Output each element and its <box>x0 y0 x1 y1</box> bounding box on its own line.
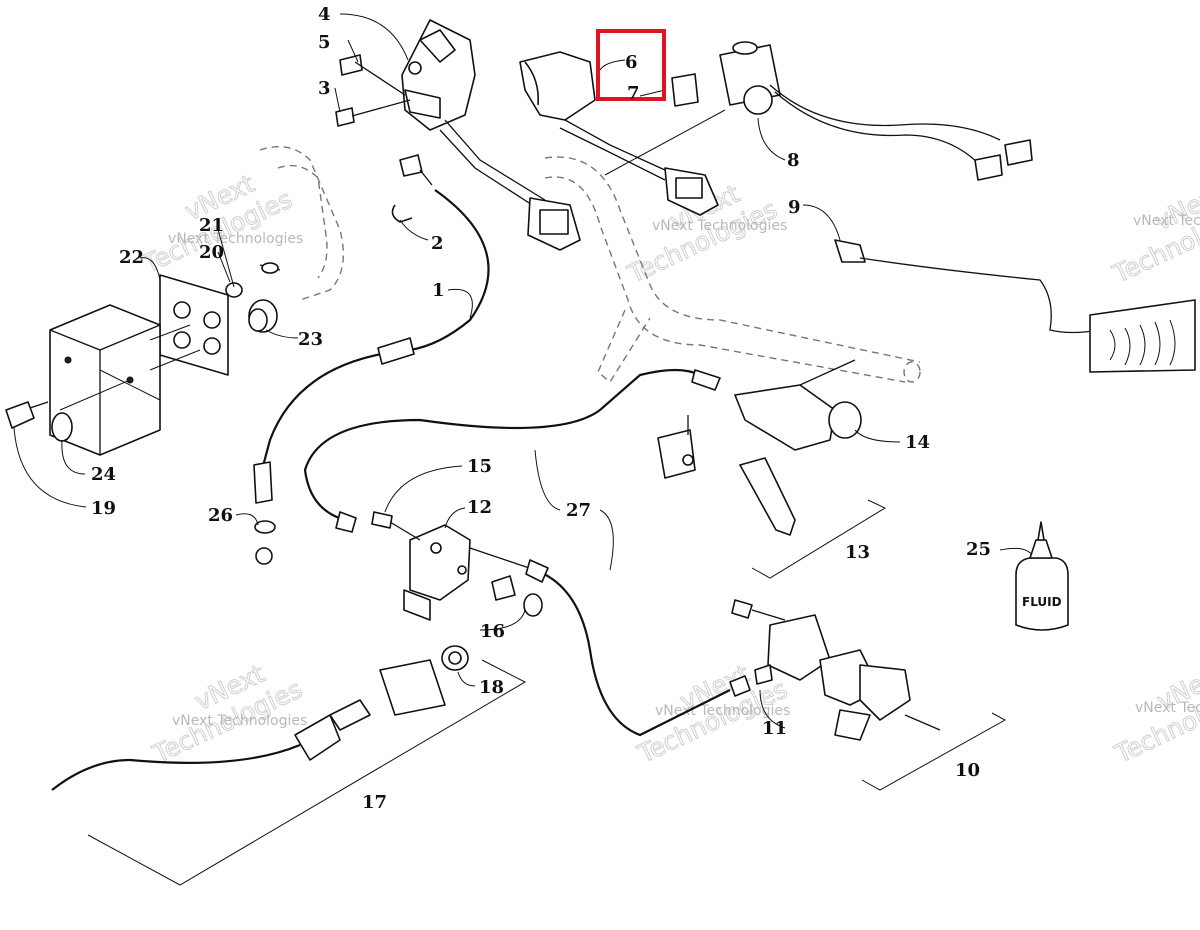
watermark-text: vNext Technologies <box>1133 213 1200 229</box>
callout-20: 20 <box>199 242 224 263</box>
callout-26: 26 <box>208 505 233 526</box>
highlight-box <box>596 29 666 101</box>
callout-27: 27 <box>566 500 591 521</box>
sensor-19 <box>5 401 49 429</box>
watermark-text: vNext Technologies <box>168 231 303 247</box>
o-ring-24 <box>51 412 73 442</box>
callout-10: 10 <box>955 760 980 781</box>
pin-21 <box>259 262 281 274</box>
callout-12: 12 <box>467 497 492 518</box>
watermark-text: vNext Technologies <box>172 713 307 729</box>
e-clip <box>391 204 413 223</box>
washer-20 <box>225 282 243 298</box>
heating-element <box>834 239 1196 373</box>
label-part <box>671 73 699 107</box>
callout-16: 16 <box>480 621 505 642</box>
callout-3: 3 <box>318 78 331 99</box>
callout-9: 9 <box>788 197 801 218</box>
callout-7: 7 <box>627 83 640 104</box>
watermark-text: vNext Technologies <box>652 218 787 234</box>
callout-1: 1 <box>432 280 445 301</box>
screw-part <box>335 99 411 127</box>
nut-18 <box>441 645 469 671</box>
decal-part <box>339 54 406 96</box>
brake-hose <box>525 559 751 737</box>
brake-line-27 <box>303 368 721 533</box>
callout-14: 14 <box>905 432 930 453</box>
callout-2: 2 <box>431 233 444 254</box>
callout-23: 23 <box>298 329 323 350</box>
grommet-16 <box>491 575 543 617</box>
handlebar-outline <box>259 146 921 384</box>
caliper-10 <box>731 599 941 741</box>
leader-lines <box>13 13 1033 729</box>
callout-25: 25 <box>966 539 991 560</box>
fitting-23 <box>248 299 278 333</box>
callout-labels: 4 5 3 6 7 8 9 2 1 22 21 20 23 24 19 26 1… <box>91 4 991 813</box>
throttle-cable <box>253 154 490 504</box>
callout-21: 21 <box>199 215 224 236</box>
cable-17 <box>51 659 446 791</box>
callout-8: 8 <box>787 150 800 171</box>
assembly-brackets <box>87 499 1007 886</box>
watermark-text: vNext Technologies <box>655 703 790 719</box>
bolt-15 <box>371 511 421 541</box>
heater-switch <box>604 41 1033 181</box>
switch-housing <box>519 51 719 216</box>
brake-lever-assembly <box>657 359 862 536</box>
callout-6: 6 <box>625 52 638 73</box>
mounting-block <box>49 304 201 456</box>
callout-4: 4 <box>318 4 331 25</box>
callout-11: 11 <box>762 718 787 739</box>
gasket-plate <box>159 274 229 376</box>
callout-19: 19 <box>91 498 116 519</box>
callout-5: 5 <box>318 32 331 53</box>
callout-17: 17 <box>362 792 387 813</box>
brake-fluid-bottle: FLUID <box>1015 521 1069 631</box>
callout-15: 15 <box>467 456 492 477</box>
callout-13: 13 <box>845 542 870 563</box>
watermark-text: vNext Technologies <box>1135 700 1200 716</box>
throttle-housing <box>401 19 581 251</box>
nut-26 <box>254 520 276 565</box>
master-cylinder-12 <box>403 524 536 621</box>
callout-22: 22 <box>119 247 144 268</box>
callout-24: 24 <box>91 464 116 485</box>
callout-18: 18 <box>479 677 504 698</box>
fluid-label: FLUID <box>1022 595 1062 609</box>
